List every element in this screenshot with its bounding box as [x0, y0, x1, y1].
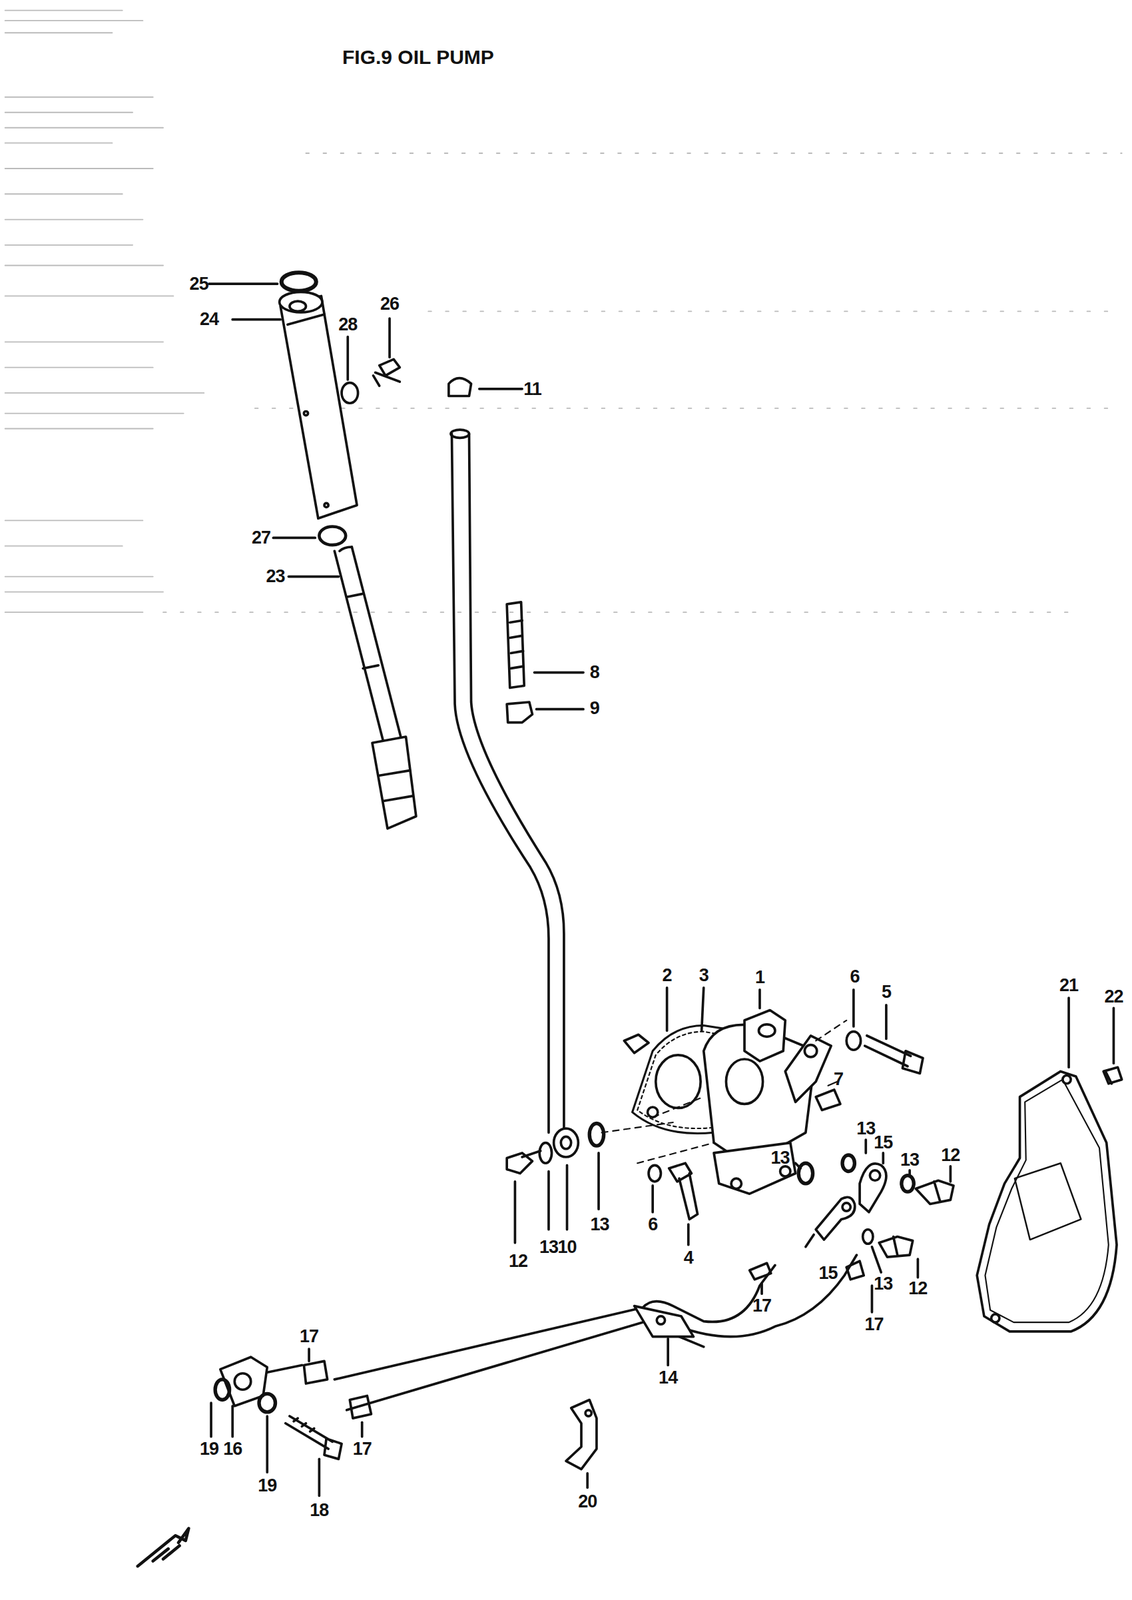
callout-number: 13: [900, 1150, 919, 1169]
callout-number: 15: [873, 1133, 893, 1152]
callout-number: 12: [940, 1145, 960, 1164]
callout-number: 20: [577, 1492, 597, 1511]
callout-number: 17: [299, 1327, 319, 1346]
callout-number: 16: [223, 1438, 242, 1457]
callout-number: 21: [1059, 976, 1079, 995]
callout-number: 13: [771, 1148, 790, 1167]
callout-number: 6: [647, 1214, 658, 1233]
callout-number: 13: [856, 1118, 875, 1137]
callout-number: 4: [683, 1248, 694, 1267]
callout-number: 19: [199, 1438, 219, 1457]
callout-number: 1: [755, 968, 765, 987]
callout-number: 17: [352, 1438, 372, 1457]
callout-number: 10: [558, 1237, 577, 1256]
callout-number: 13: [539, 1237, 559, 1256]
callout-number: 9: [589, 698, 600, 717]
callout-number: 28: [338, 315, 357, 334]
callout-number: 11: [523, 379, 542, 398]
callout-number: 3: [699, 966, 709, 985]
callout-number: 17: [864, 1314, 883, 1333]
callout-number: 27: [251, 528, 271, 547]
callout-number: 23: [265, 567, 285, 586]
callout-number: 15: [819, 1263, 838, 1282]
callout-number: 12: [908, 1279, 927, 1298]
callout-number: 13: [590, 1214, 610, 1233]
callout-number: 8: [589, 663, 600, 682]
callout-number: 6: [849, 966, 859, 985]
callout-number: 25: [189, 274, 209, 293]
callout-number: 13: [873, 1273, 893, 1292]
callout-number: 19: [257, 1475, 277, 1494]
callout-number: 7: [833, 1070, 844, 1089]
callout-number: 17: [752, 1296, 772, 1315]
callout-number: 14: [658, 1367, 678, 1386]
callout-number: 5: [881, 982, 891, 1001]
figure-title: FIG.9 OIL PUMP: [342, 47, 495, 68]
callout-number: 22: [1104, 987, 1123, 1006]
callout-number: 12: [508, 1251, 528, 1270]
callout-number: 24: [199, 310, 219, 329]
callout-number: 26: [380, 294, 399, 313]
callout-number: 18: [309, 1500, 329, 1519]
callout-number: 2: [662, 966, 672, 985]
